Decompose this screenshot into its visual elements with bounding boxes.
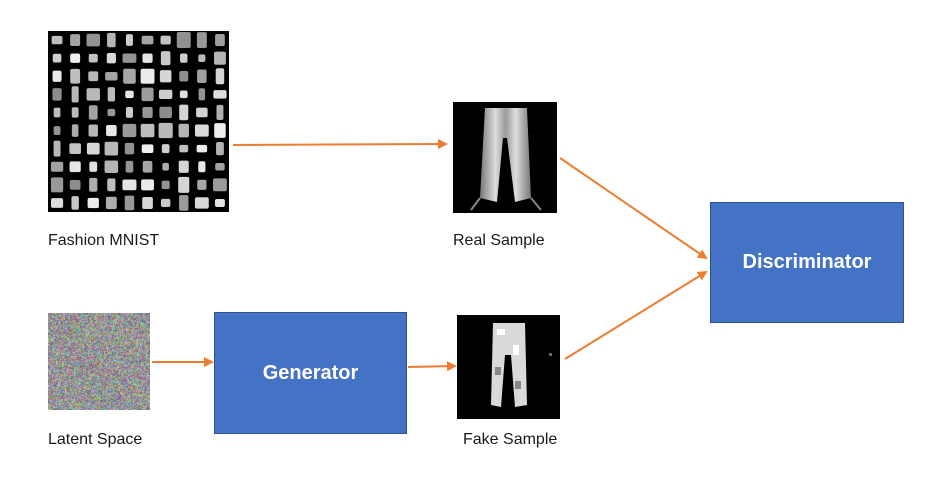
trousers-icon [470, 108, 542, 211]
arrow-real-to-discriminator [559, 157, 708, 260]
generator-block: Generator [214, 312, 407, 434]
fashion-mnist-image [48, 31, 229, 212]
latent-space-label: Latent Space [48, 431, 143, 448]
arrow-fake-to-discriminator [564, 270, 708, 360]
noise-icon [48, 313, 150, 410]
generated-trousers-icon [491, 323, 552, 407]
fashion-mnist-label: Fashion MNIST [48, 232, 160, 249]
real-sample-label: Real Sample [453, 232, 545, 249]
fake-sample-label: Fake Sample [463, 431, 558, 448]
discriminator-block: Discriminator [710, 202, 904, 323]
fashion-mnist-grid-icon [50, 32, 227, 211]
arrow-generator-to-fake [407, 361, 457, 372]
arrow-dataset-to-real [232, 139, 448, 150]
real-sample-image [453, 102, 557, 213]
latent-space-image [48, 313, 150, 410]
fake-sample-image [457, 315, 560, 419]
